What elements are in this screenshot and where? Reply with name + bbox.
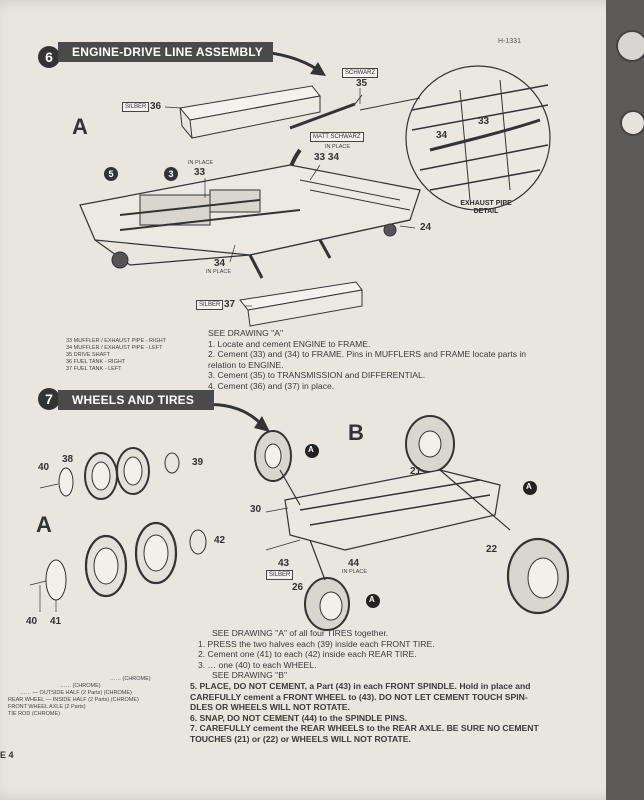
marker-a-label: A	[369, 595, 375, 604]
step-6-number: 6	[38, 46, 60, 68]
exploded-rear-tire-drawing	[29, 521, 207, 612]
silber-label: SILBER	[266, 570, 294, 580]
in-place-note: IN PLACE	[325, 144, 351, 150]
schwarz-label: SCHWARZ	[342, 68, 379, 78]
in-place-note: IN PLACE	[342, 569, 368, 575]
document-code: H-1331	[498, 38, 521, 45]
in-place-note: IN PLACE	[188, 160, 214, 166]
silber-label: SILBER	[122, 102, 150, 112]
part-40: 40	[38, 462, 50, 473]
marker-a-label: A	[526, 482, 532, 491]
detail-part-34: 34	[436, 130, 448, 141]
silber-label: SILBER	[196, 300, 224, 310]
exhaust-detail-label: EXHAUST PIPE DETAIL	[460, 200, 512, 215]
part-35: 35	[356, 78, 368, 89]
background-strip	[606, 0, 644, 800]
step-7-title: WHEELS AND TIRES	[58, 390, 214, 410]
part-30: 30	[250, 504, 262, 515]
detail-part-33: 33	[478, 116, 490, 127]
part-34: 34	[214, 258, 226, 269]
exploded-front-tire-drawing	[39, 447, 180, 500]
part-22: 22	[486, 544, 498, 555]
part-41: 41	[50, 616, 62, 627]
step-7-number: 7	[38, 388, 60, 410]
circle-mark-icon	[616, 30, 644, 62]
part-42: 42	[214, 535, 226, 546]
part-3-callout: 3	[164, 167, 178, 181]
fuel-tank-36-drawing	[179, 85, 321, 139]
marker-a-circles	[305, 444, 537, 608]
step-6-title: ENGINE-DRIVE LINE ASSEMBLY	[58, 42, 274, 62]
part-43: 43	[278, 558, 290, 569]
part-44: 44	[348, 558, 360, 569]
part-37: 37	[224, 299, 236, 310]
section6-parts-legend: 33 MUFFLER / EXHAUST PIPE - RIGHT 34 MUF…	[66, 338, 167, 372]
part-33: 33	[194, 167, 206, 178]
fuel-tank-37-drawing	[239, 281, 363, 327]
part-33-34: 33 34	[314, 152, 340, 163]
part-39: 39	[192, 457, 204, 468]
part-24: 24	[420, 222, 432, 233]
marker-a-label: A	[308, 445, 314, 454]
drawing-b-letter: B	[348, 420, 364, 445]
chassis-frame-drawing	[79, 164, 421, 279]
part-38: 38	[62, 454, 74, 465]
page-number: E 4	[0, 750, 14, 760]
section7-parts-legend: …… (CHROME) …… (CHROME) …… — OUTSIDE HAL…	[8, 676, 151, 717]
circle-mark-icon	[620, 110, 644, 136]
drawing-a-letter: A	[36, 512, 52, 537]
part-26: 26	[292, 582, 304, 593]
section6-instructions: SEE DRAWING "A" 1. Locate and cement ENG…	[208, 328, 527, 391]
part-36: 36	[150, 101, 162, 112]
part-5-callout: 5	[104, 167, 118, 181]
vehicle-assembly-drawing	[254, 415, 570, 631]
section7-instructions: SEE DRAWING "A" of all four TIRES togeth…	[190, 628, 539, 744]
in-place-note: IN PLACE	[206, 269, 232, 275]
part-40: 40	[26, 616, 38, 627]
part-21: 21	[410, 466, 422, 477]
drawing-a-letter: A	[72, 114, 88, 139]
matt-schwarz-label: MATT SCHWARZ	[310, 132, 364, 142]
